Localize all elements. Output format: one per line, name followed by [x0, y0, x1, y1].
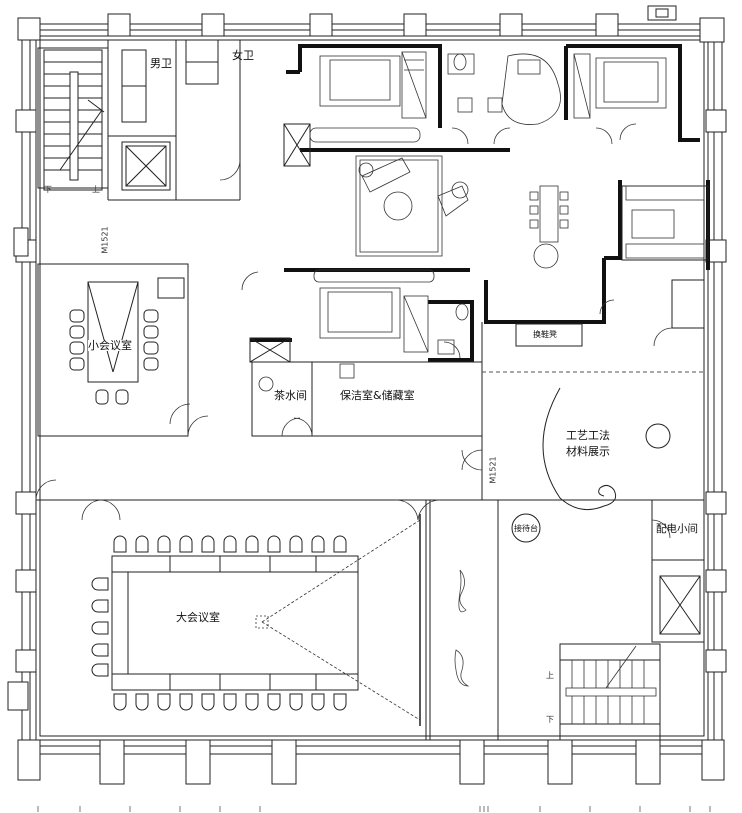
display-features [482, 371, 704, 511]
label-small-meeting: 小会议室 [88, 339, 132, 352]
label-power-room: 配电小间 [656, 523, 698, 535]
apartment-walls [250, 44, 710, 362]
label-male-wc: 男卫 [150, 57, 172, 70]
side-columns [7, 109, 727, 711]
left-stair [43, 49, 105, 191]
bottom-columns [17, 739, 725, 785]
door-code-center: M1521 [488, 456, 498, 484]
partitions [36, 39, 709, 741]
left-stair-down: 下 [44, 185, 52, 194]
label-tea-room: 茶水间 [274, 389, 307, 402]
large-meeting-chairs [91, 535, 347, 711]
label-craft-display-1: 工艺工法 [566, 429, 610, 442]
doors [35, 123, 673, 539]
reception-desk [511, 513, 541, 543]
label-shoe-bench: 换鞋凳 [533, 330, 557, 339]
label-reception: 接待台 [514, 524, 538, 533]
decor-stones [454, 569, 470, 687]
top-columns [17, 13, 725, 43]
scale-ticks [37, 806, 711, 812]
right-stair-up: 上 [546, 671, 554, 680]
shoe-bench [515, 323, 583, 347]
label-female-wc: 女卫 [232, 49, 254, 62]
label-large-meeting: 大会议室 [176, 611, 220, 624]
large-meeting-furniture [111, 555, 359, 691]
apartment-furniture [258, 51, 705, 392]
label-cleaning-storage: 保洁室&储藏室 [340, 389, 415, 402]
label-craft-display-2: 材料展示 [566, 445, 610, 458]
left-stair-up: 上 [92, 185, 100, 194]
right-stair-treads [565, 645, 657, 724]
small-meeting-furniture [69, 277, 185, 405]
elevator-shaft [121, 141, 171, 191]
door-code-west: M1521 [100, 226, 110, 254]
projection-lines [255, 519, 421, 721]
right-stair-down: 下 [546, 715, 554, 724]
